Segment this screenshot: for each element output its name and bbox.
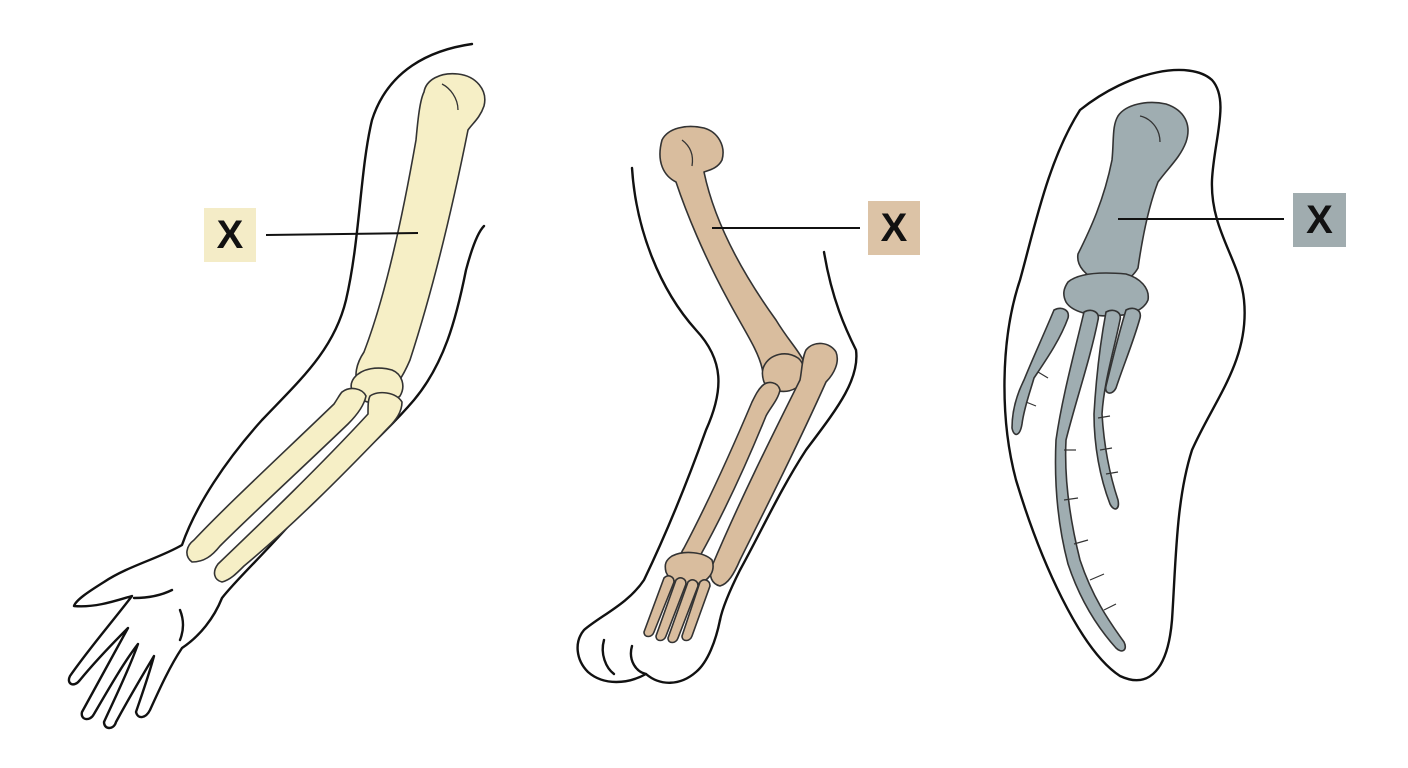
human-palm-line bbox=[178, 608, 185, 642]
mammal-digit-4 bbox=[681, 579, 711, 642]
limb-2-label: X bbox=[868, 201, 920, 255]
mammal-digit-3 bbox=[667, 579, 699, 644]
human-arm-outline bbox=[67, 42, 486, 730]
flipper-digit-1 bbox=[1011, 307, 1070, 436]
mammal-digit-1 bbox=[643, 575, 675, 638]
human-arm bbox=[67, 42, 486, 730]
mammal-limb bbox=[576, 125, 860, 684]
mammal-digit-2 bbox=[655, 577, 687, 642]
flipper-digit-3 bbox=[1093, 309, 1122, 510]
human-humerus bbox=[355, 72, 486, 393]
label-leader-1 bbox=[265, 232, 419, 236]
human-ulna bbox=[186, 387, 367, 563]
mammal-tibia bbox=[709, 342, 839, 587]
flipper-joint-marks bbox=[1025, 371, 1119, 611]
mammal-toe-line-2 bbox=[629, 644, 648, 676]
mammal-limb-outline-right bbox=[718, 250, 858, 622]
mammal-upper-bone bbox=[659, 125, 806, 391]
flipper-humerus bbox=[1076, 101, 1189, 285]
flipper-outline bbox=[1003, 68, 1246, 682]
mammal-limb-outline-left bbox=[576, 166, 722, 684]
flipper-digit-4 bbox=[1104, 307, 1142, 394]
flipper-limb bbox=[1003, 68, 1284, 682]
human-palm-crease bbox=[132, 588, 174, 600]
limb-3-label: X bbox=[1293, 193, 1346, 247]
flipper-digit-2 bbox=[1054, 309, 1127, 652]
human-radius bbox=[213, 391, 403, 583]
mammal-toe-line-1 bbox=[601, 638, 616, 676]
limb-1-label: X bbox=[204, 208, 256, 262]
